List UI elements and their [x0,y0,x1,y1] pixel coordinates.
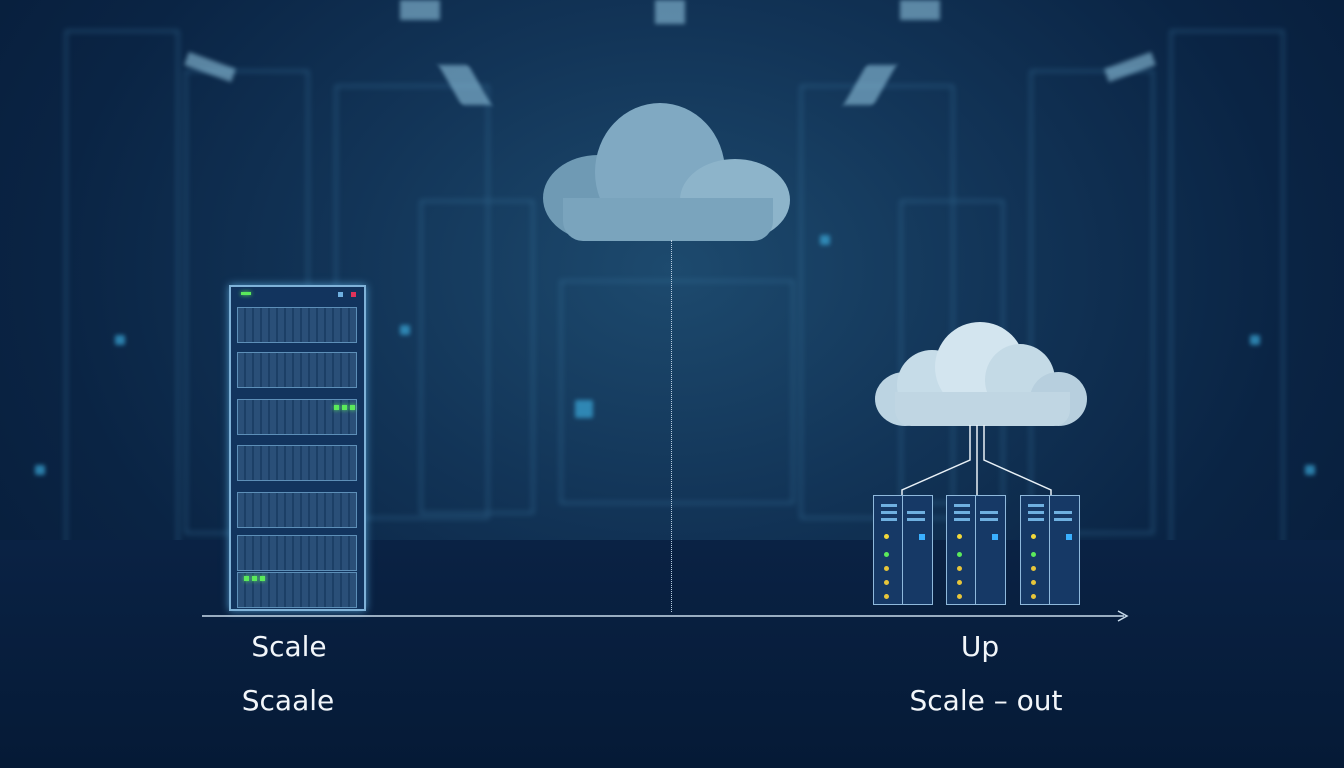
label-up: Up [960,630,1000,663]
scale-out-server [873,495,933,605]
label-scale-out: Scale – out [909,684,1063,717]
rack-unit [237,445,357,481]
indicator-light [1250,335,1260,345]
scale-up-server-rack [229,285,366,611]
cloud-icon-scale-out [875,322,1087,426]
label-scaale: Scaale [241,684,335,717]
scale-out-server [946,495,1006,605]
arrow-head-icon [1117,610,1129,622]
ceiling-light [655,0,685,24]
indicator-light [575,400,593,418]
status-light [260,576,265,581]
rack-unit [237,399,357,435]
indicator-light [400,325,410,335]
status-light [334,405,339,410]
floor [0,540,1344,768]
status-light [241,292,251,295]
rack-unit [237,535,357,571]
indicator-light [1305,465,1315,475]
indicator-light [820,235,830,245]
indicator-light [35,465,45,475]
rack-unit [237,352,357,388]
status-light [342,405,347,410]
dotted-divider [671,240,672,612]
cloud-icon-central [543,103,790,241]
rack-unit [237,572,357,608]
alert-light [351,292,356,297]
ceiling-light [900,0,940,20]
ceiling-light [400,0,440,20]
indicator-light [115,335,125,345]
status-light [338,292,343,297]
scale-out-server [1020,495,1080,605]
rack-unit [237,307,357,343]
status-light [252,576,257,581]
status-light [244,576,249,581]
label-scale: Scale [251,630,327,663]
status-light [350,405,355,410]
rack-unit [237,492,357,528]
